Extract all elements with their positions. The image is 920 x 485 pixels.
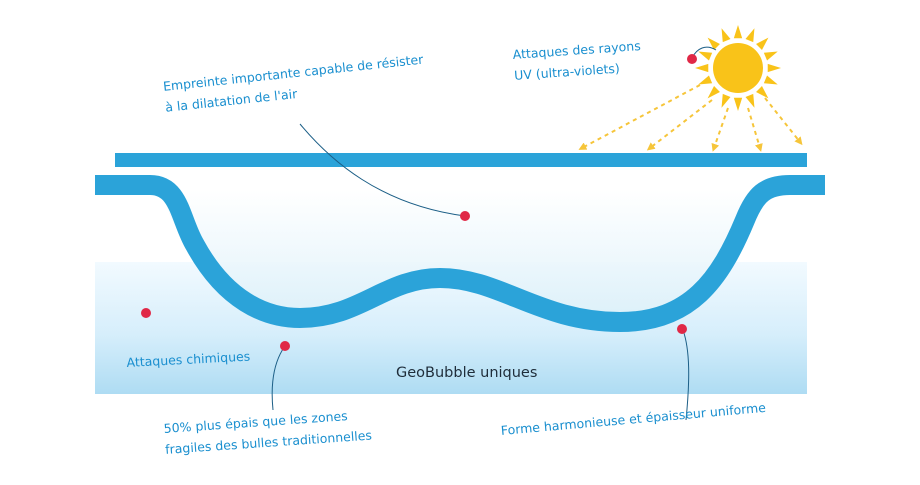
marker-shape xyxy=(677,324,687,334)
sun-ray xyxy=(721,93,731,108)
sun-ray xyxy=(745,93,755,108)
marker-uv xyxy=(687,54,697,64)
sun-ray xyxy=(707,86,720,99)
uv-rays xyxy=(578,84,803,152)
sun-ray xyxy=(756,86,769,99)
marker-air xyxy=(460,211,470,221)
marker-chem xyxy=(141,308,151,318)
sun-ray xyxy=(733,97,743,111)
sun-ray xyxy=(695,63,709,73)
sun-ray xyxy=(733,25,743,39)
sun-ray xyxy=(745,28,755,43)
sun-ray xyxy=(763,75,778,85)
marker-thick xyxy=(280,341,290,351)
sun-ray xyxy=(707,37,720,50)
bubble-shape xyxy=(95,175,825,332)
sun-ray xyxy=(756,37,769,50)
sun-ray xyxy=(698,51,713,61)
label-uv: Attaques des rayons UV (ultra-violets) xyxy=(512,38,642,83)
sun-ray xyxy=(763,51,778,61)
sun-icon xyxy=(695,25,781,111)
sun-ray xyxy=(767,63,781,73)
sun-ray xyxy=(721,28,731,43)
bubble-interior xyxy=(160,190,760,330)
sun-ray xyxy=(698,75,713,85)
label-center: GeoBubble uniques xyxy=(396,365,538,381)
top-film xyxy=(115,153,807,167)
